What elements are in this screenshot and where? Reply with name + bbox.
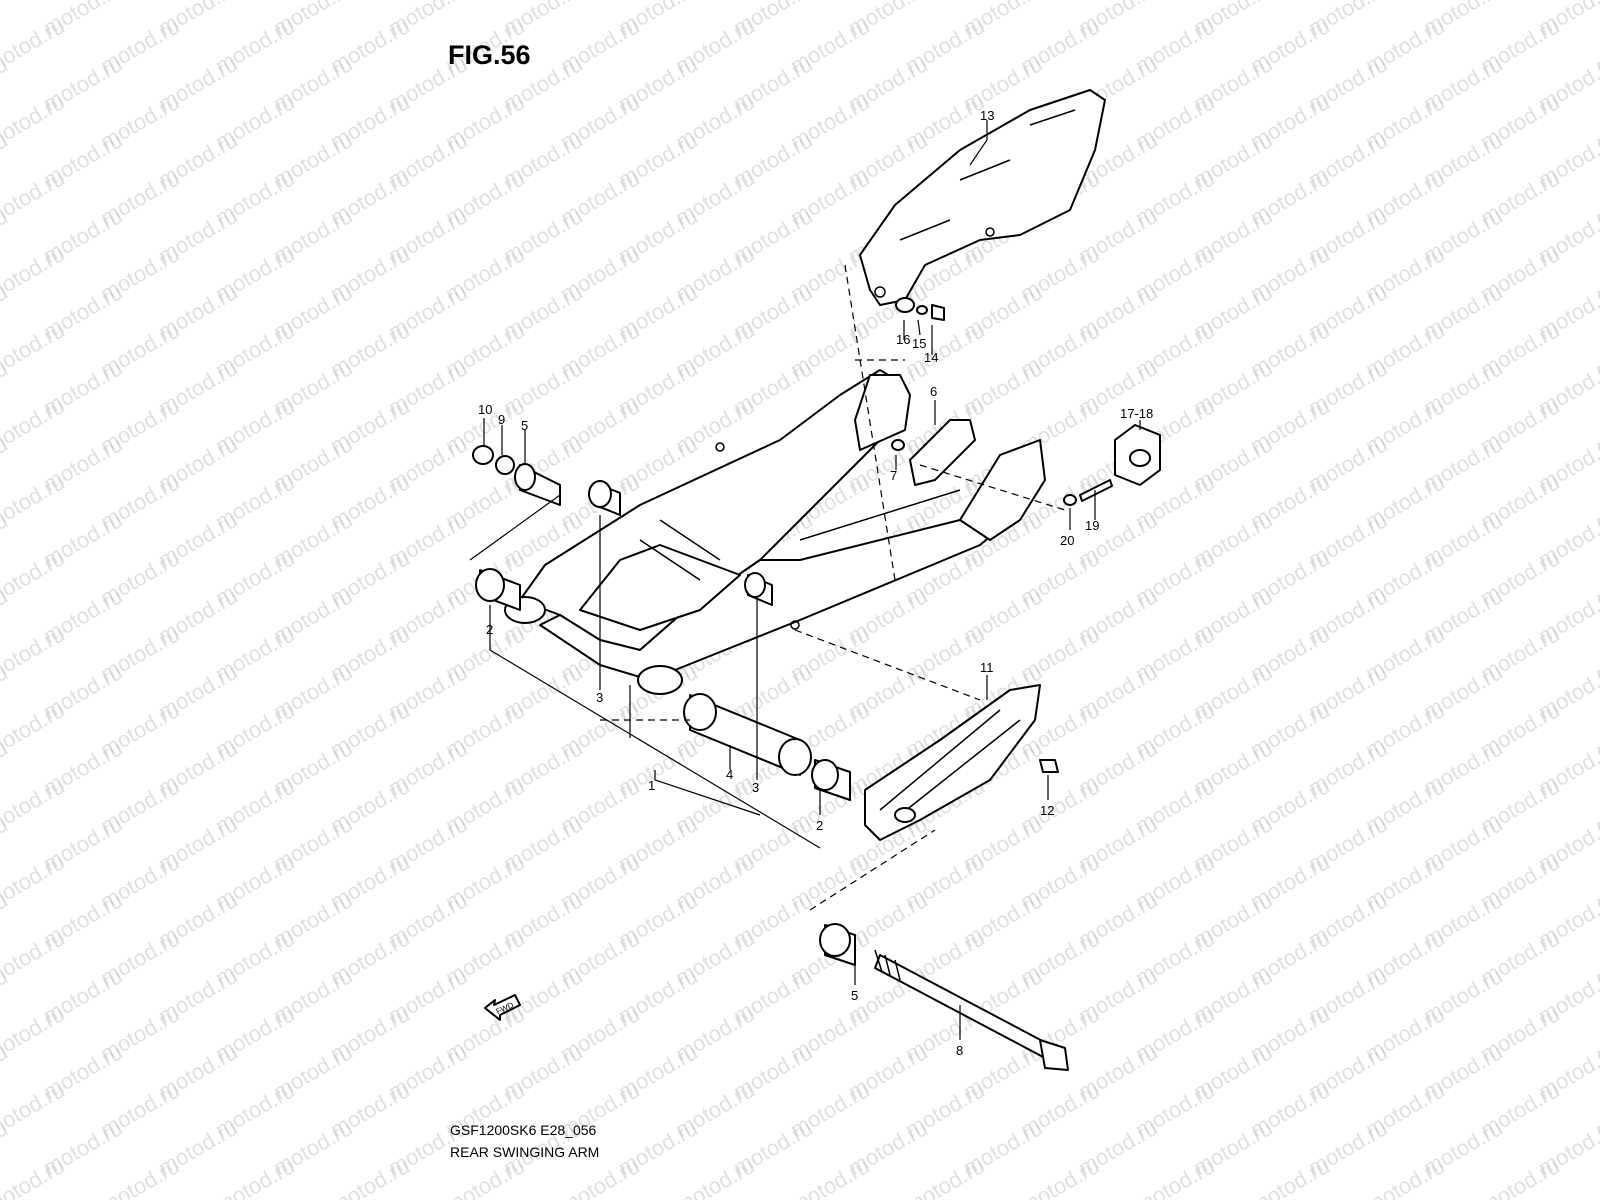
watermark-text: motod.ru	[441, 1153, 529, 1200]
callout-16: 16	[896, 332, 910, 347]
callout-10: 10	[478, 402, 492, 417]
watermark-text: motod.ru	[499, 1191, 587, 1200]
watermark-text: motod.ru	[786, 1153, 874, 1200]
callout-2-left: 2	[486, 622, 493, 637]
watermark-text: motod.ru	[0, 469, 69, 534]
bearing-2-right-part	[811, 759, 851, 801]
watermark-text: motod.ru	[901, 1153, 989, 1200]
watermark-text: motod.ru	[0, 697, 69, 762]
watermark-text: motod.ru	[1361, 1153, 1449, 1200]
watermark-text: motod.ru	[959, 1191, 1047, 1200]
bearing-3-top-part	[588, 480, 621, 516]
watermark-text: motod.ru	[1074, 1191, 1162, 1200]
watermark-text: motod.ru	[1419, 1191, 1507, 1200]
chain-guard-part	[859, 89, 1106, 306]
spacer-4-part	[683, 693, 812, 776]
pivot-shaft-part	[874, 949, 1069, 1071]
callout-9: 9	[498, 412, 505, 427]
callout-7: 7	[890, 468, 897, 483]
watermark-text: motod.ru	[1591, 1153, 1600, 1200]
watermark-text: motod.ru	[0, 393, 69, 458]
watermark-text: motod.ru	[0, 165, 69, 230]
watermark-text: motod.ru	[0, 1001, 69, 1066]
watermark-text: motod.ru	[0, 0, 12, 40]
chain-adjuster-block-part	[1114, 424, 1161, 486]
watermark-text: motod.ru	[0, 1077, 69, 1142]
watermark-text: motod.ru	[0, 545, 69, 610]
watermark-text: motod.ru	[844, 1191, 932, 1200]
watermark-text: motod.ru	[1476, 1153, 1564, 1200]
figure-title: FIG.56	[448, 40, 531, 70]
callout-12: 12	[1040, 803, 1054, 818]
watermark-text: motod.ru	[1189, 1191, 1277, 1200]
callout-14: 14	[924, 350, 938, 365]
callout-17-18: 17-18	[1120, 406, 1153, 421]
callout-15: 15	[912, 336, 926, 351]
figure-name: REAR SWINGING ARM	[450, 1144, 600, 1160]
watermark-text: motod.ru	[211, 1153, 299, 1200]
watermark-text: motod.ru	[96, 1153, 184, 1200]
watermark-text: motod.ru	[614, 1191, 702, 1200]
callout-13: 13	[980, 108, 994, 123]
callout-6: 6	[930, 384, 937, 399]
chain-case-part	[864, 684, 1041, 841]
watermark-text: motod.ru	[0, 773, 69, 838]
watermark-text: motod.ru	[729, 1191, 817, 1200]
watermark-text: motod.ru	[0, 89, 69, 154]
chain-adjuster-plate-part	[891, 419, 976, 486]
watermark-text: motod.ru	[1131, 1153, 1219, 1200]
watermark-text: motod.ru	[0, 317, 69, 382]
bushing-5-top-part	[472, 445, 561, 506]
callout-1: 1	[648, 778, 655, 793]
callout-19: 19	[1085, 518, 1099, 533]
watermark-text: motod.ru	[326, 1153, 414, 1200]
bearing-3-mid-part	[744, 572, 773, 606]
callout-2-right: 2	[816, 818, 823, 833]
callout-5-bottom: 5	[851, 988, 858, 1003]
callout-labels: 13 16 15 14 6 7 17-18 20 19 10 9 5 2 3 1…	[478, 108, 1153, 1058]
watermark-text: motod.ru	[0, 925, 69, 990]
leader-lines	[469, 120, 1141, 1040]
watermark-text: motod.ru	[556, 1153, 644, 1200]
watermark-text: motod.ru	[671, 1153, 759, 1200]
bearing-2-left-part	[475, 568, 521, 611]
watermark-text: motod.ru	[0, 13, 69, 78]
callout-20: 20	[1060, 533, 1074, 548]
callout-8: 8	[956, 1043, 963, 1058]
callout-11: 11	[980, 660, 994, 675]
callout-4: 4	[726, 767, 733, 782]
watermark-text: motod.ru	[0, 621, 69, 686]
adjuster-bolt-part	[1063, 479, 1113, 506]
assembly-lines	[600, 264, 1066, 911]
watermark-text: motod.ru	[1534, 1191, 1600, 1200]
watermark-text: motod.ru	[1304, 1191, 1392, 1200]
pivot-bushing-part	[819, 923, 856, 966]
watermark-text: motod.ru	[0, 0, 70, 2]
watermark-text: motod.ru	[269, 1191, 357, 1200]
watermark-text: motod.ru	[1016, 1153, 1104, 1200]
watermark-text: motod.ru	[39, 1191, 127, 1200]
chain-guard-bolt-part	[895, 297, 945, 321]
watermark-text: motod.ru	[1246, 1153, 1334, 1200]
watermark-text: motod.ru	[0, 241, 69, 306]
callout-5-top: 5	[521, 418, 528, 433]
watermark-text: motod.ru	[0, 849, 69, 914]
callout-3-left: 3	[596, 690, 603, 705]
callout-3-right: 3	[752, 780, 759, 795]
chain-case-screw-part	[1039, 759, 1059, 773]
watermark-text: motod.ru	[0, 1153, 69, 1200]
model-code: GSF1200SK6 E28_056	[450, 1122, 597, 1138]
watermark-text: motod.ru	[384, 1191, 472, 1200]
watermark-text: motod.ru	[154, 1191, 242, 1200]
